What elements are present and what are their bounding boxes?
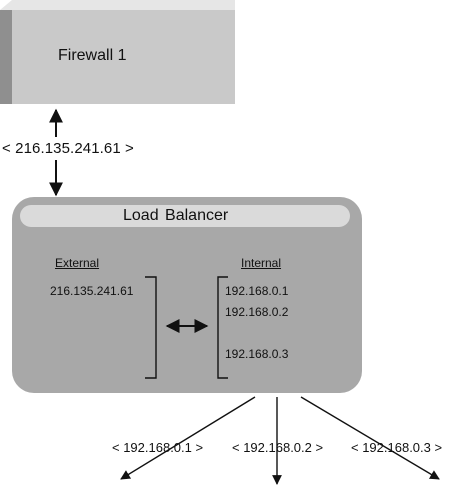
load-balancer-title: Load Balancer (123, 207, 229, 224)
output-address-label: < 192.168.0.3 > (351, 440, 443, 455)
firewall-box (0, 0, 235, 104)
output-address-label: < 192.168.0.2 > (232, 440, 324, 455)
external-address: 216.135.241.61 (50, 284, 134, 298)
internal-bracket (217, 276, 228, 379)
output-arrow-right (300, 396, 440, 480)
internal-address: 192.168.0.2 (225, 305, 289, 319)
load-balancer-box (12, 197, 362, 393)
external-bracket (145, 276, 157, 379)
external-column-header: External (55, 256, 100, 270)
load-balancer-body (12, 197, 362, 393)
internal-column-header: Internal (241, 256, 282, 270)
output-address-label: < 192.168.0.1 > (112, 440, 204, 455)
output-arrow-left (120, 396, 256, 480)
uplink-address-label: < 216.135.241.61 > (2, 140, 134, 157)
load-balancer-title-bar (20, 205, 350, 227)
firewall-top-face (0, 0, 235, 10)
firewall-front-face (12, 10, 235, 104)
internal-address: 192.168.0.1 (225, 284, 289, 298)
firewall-side-face (0, 10, 12, 104)
internal-address: 192.168.0.3 (225, 347, 289, 361)
firewall-label: Firewall 1 (58, 47, 127, 64)
